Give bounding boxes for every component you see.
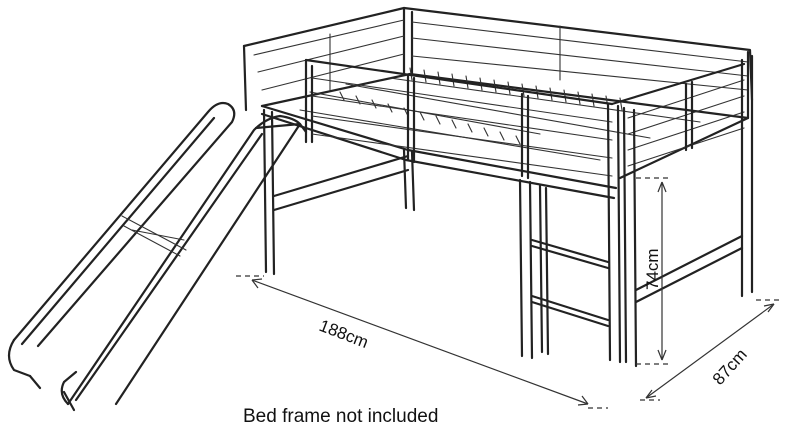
right-end-rail xyxy=(610,62,746,167)
ladder xyxy=(530,184,610,356)
depth-label: 87cm xyxy=(709,345,751,389)
front-guard-rail xyxy=(304,58,614,180)
depth-dimension: 87cm xyxy=(640,299,780,401)
slide xyxy=(7,101,308,412)
length-dimension: 188cm xyxy=(236,275,608,409)
support-bars xyxy=(272,154,744,304)
height-dimension: 74cm xyxy=(636,177,670,365)
caption-text: Bed frame not included xyxy=(243,406,439,427)
bed-legs xyxy=(262,54,754,368)
height-label: 74cm xyxy=(643,248,662,290)
